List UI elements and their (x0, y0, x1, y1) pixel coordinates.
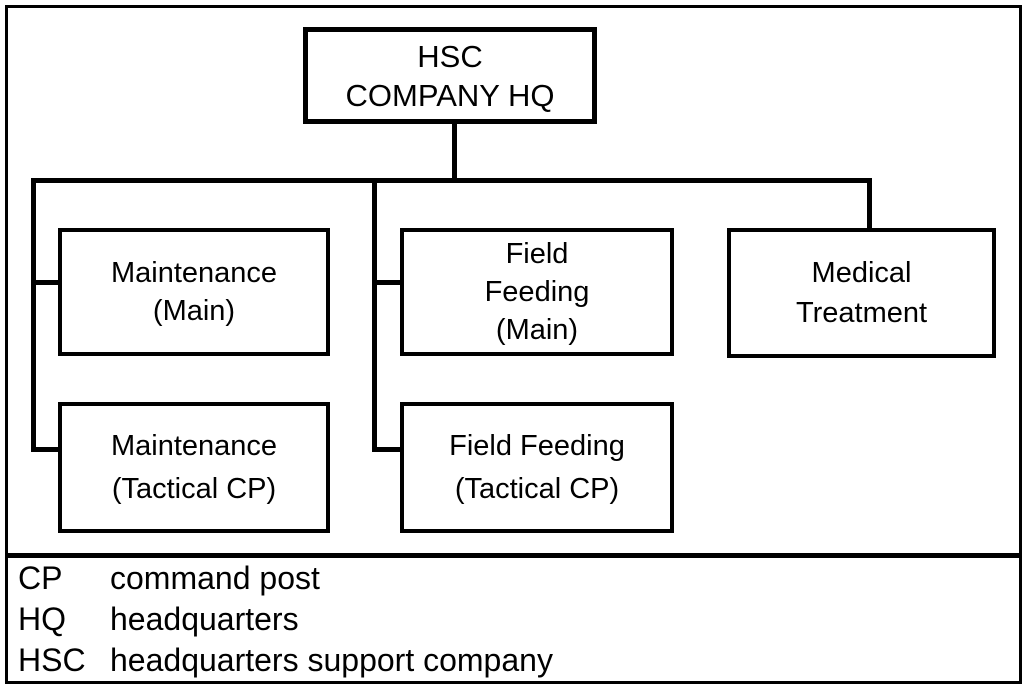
connector-right-drop (867, 178, 872, 230)
connector-root-drop (452, 120, 457, 182)
node-label-line: COMPANY HQ (345, 77, 555, 113)
node-label-line: (Main) (495, 314, 579, 346)
legend-divider-line (5, 553, 1022, 558)
node-label-line: Medical (811, 257, 912, 289)
connector-stub-maintenance-tactical-cp (31, 447, 60, 452)
node-label-line: Feeding (484, 276, 590, 308)
legend-row-hq: HQ headquarters (8, 599, 1016, 640)
node-hsc-company-hq: HSC COMPANY HQ (303, 27, 597, 124)
node-label-line: (Main) (152, 295, 236, 327)
connector-stub-field-feeding-tactical-cp (372, 447, 402, 452)
node-label-line: Maintenance (110, 429, 278, 462)
node-field-feeding-tactical-cp: Field Feeding (Tactical CP) (400, 402, 674, 533)
node-maintenance-tactical-cp: Maintenance (Tactical CP) (58, 402, 330, 533)
connector-stub-field-feeding-main (372, 280, 402, 285)
node-label-line: Field Feeding (449, 429, 625, 462)
node-medical-treatment: Medical Treatment (727, 228, 996, 358)
node-label-line: Treatment (795, 297, 928, 329)
node-label-line: Field (505, 238, 569, 270)
node-maintenance-main: Maintenance (Main) (58, 228, 330, 356)
legend-row-cp: CP command post (8, 558, 1016, 599)
node-label-line: (Tactical CP) (454, 472, 620, 505)
connector-middle-column-drop (372, 178, 377, 452)
abbreviation-legend: CP command post HQ headquarters HSC head… (8, 558, 1016, 681)
legend-definition: headquarters (110, 601, 299, 637)
connector-stub-maintenance-main (31, 280, 60, 285)
legend-abbr: HQ (18, 601, 66, 637)
connector-horizontal-bus (31, 178, 872, 183)
connector-left-column-drop (31, 178, 36, 452)
legend-abbr: HSC (18, 642, 86, 678)
node-label-line: (Tactical CP) (111, 472, 277, 505)
figure-border (5, 5, 1022, 684)
legend-definition: headquarters support company (110, 642, 553, 678)
legend-definition: command post (110, 560, 320, 596)
node-field-feeding-main: Field Feeding (Main) (400, 228, 674, 356)
legend-row-hsc: HSC headquarters support company (8, 640, 1016, 681)
node-label-line: HSC (417, 38, 483, 74)
node-label-line: Maintenance (110, 257, 278, 289)
legend-abbr: CP (18, 560, 63, 596)
